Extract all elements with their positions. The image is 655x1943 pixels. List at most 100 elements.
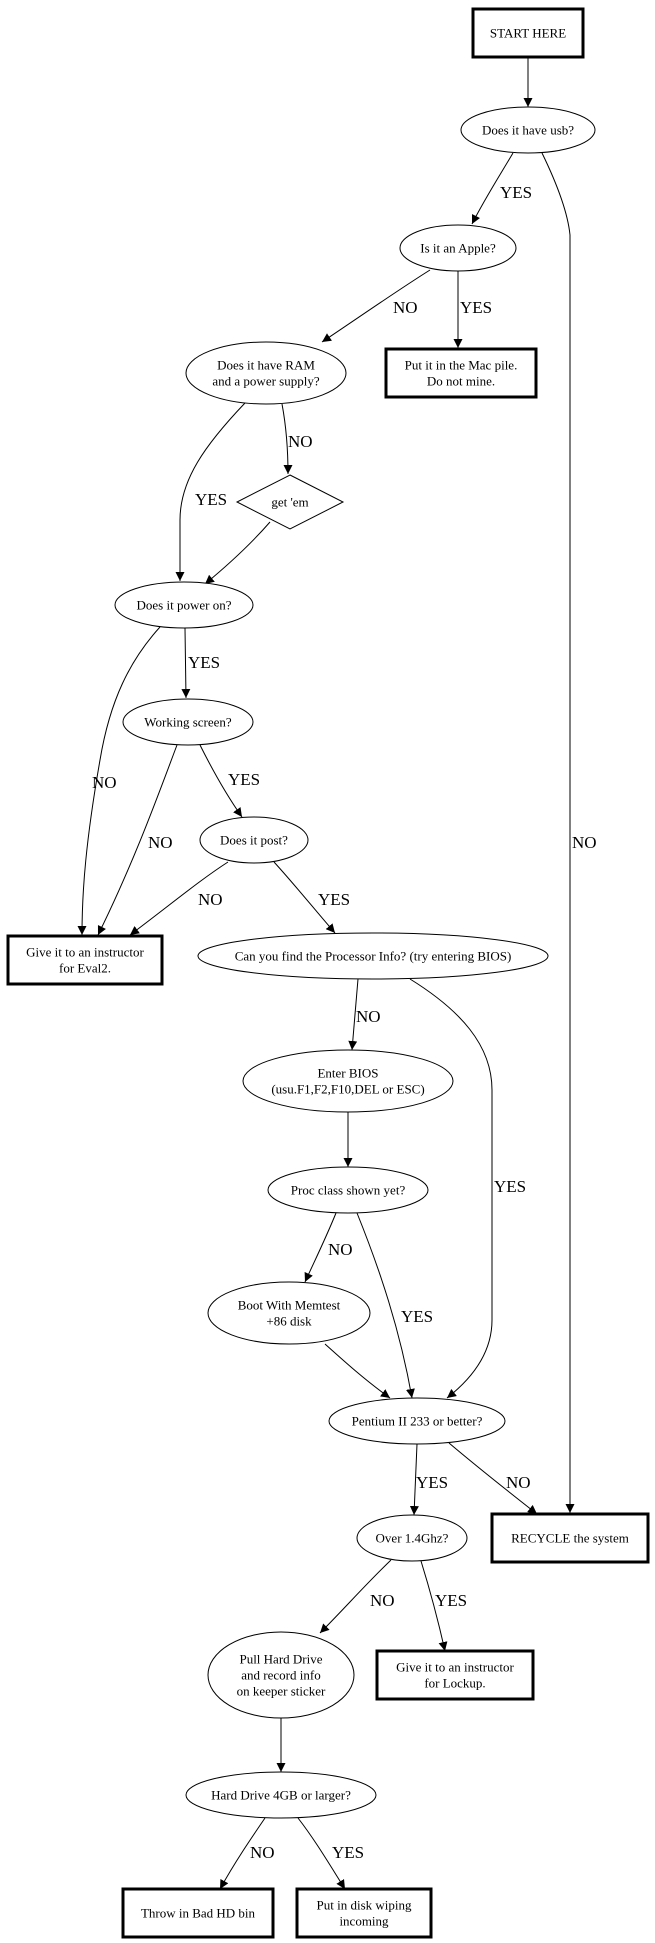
node-label: Working screen? xyxy=(144,715,232,730)
edge-label-no: NO xyxy=(370,1591,395,1610)
node-bios: Enter BIOS(usu.F1,F2,F10,DEL or ESC) xyxy=(242,1049,454,1113)
edge-label-no: NO xyxy=(506,1473,531,1492)
node-label: Enter BIOS xyxy=(317,1066,378,1081)
edge-procclass-to-memtest xyxy=(304,1212,337,1283)
edge-label-yes: YES xyxy=(195,490,227,509)
edge-screen-to-eval2 xyxy=(97,744,178,936)
node-label: and a power supply? xyxy=(212,374,319,389)
edge-label-yes: YES xyxy=(460,298,492,317)
edge-label-no: NO xyxy=(356,1007,381,1026)
action-diamond xyxy=(235,474,345,530)
edge-pentium-to-ghz xyxy=(409,1443,419,1516)
node-label: Does it have usb? xyxy=(482,123,574,138)
node-label: for Eval2. xyxy=(59,961,111,976)
node-label: for Lockup. xyxy=(424,1676,485,1691)
edge-getem-to-power xyxy=(204,521,271,585)
edge-label-yes: YES xyxy=(188,653,220,672)
node-label: Hard Drive 4GB or larger? xyxy=(211,1788,351,1803)
node-label: Does it power on? xyxy=(137,598,232,613)
decision-ellipse xyxy=(207,1281,371,1345)
edge-label-yes: YES xyxy=(416,1473,448,1492)
terminal-box xyxy=(384,347,538,399)
terminal-box xyxy=(121,1887,275,1939)
edge-ram-to-getem xyxy=(281,403,293,475)
decision-ellipse xyxy=(185,341,347,405)
terminal-box xyxy=(6,934,164,986)
edge-screen-to-post xyxy=(199,744,243,818)
decision-ellipse xyxy=(207,1631,355,1719)
node-recycle: RECYCLE the system xyxy=(490,1512,650,1564)
node-screen: Working screen? xyxy=(122,698,254,746)
edge-label-no: NO xyxy=(198,890,223,909)
node-label: Can you find the Processor Info? (try en… xyxy=(235,949,512,964)
node-label: on keeper sticker xyxy=(237,1684,326,1699)
node-label: Is it an Apple? xyxy=(420,241,496,256)
edge-label-yes: YES xyxy=(401,1307,433,1326)
edge-label-yes: YES xyxy=(332,1843,364,1862)
decision-ellipse xyxy=(197,932,549,980)
node-label: Over 1.4Ghz? xyxy=(376,1531,449,1546)
node-label: Does it post? xyxy=(220,833,288,848)
node-apple: Is it an Apple? xyxy=(399,224,517,272)
decision-ellipse xyxy=(242,1049,454,1113)
node-label: Put it in the Mac pile. xyxy=(405,358,518,373)
edge-label-yes: YES xyxy=(228,770,260,789)
node-label: START HERE xyxy=(490,26,566,41)
decision-ellipse xyxy=(460,106,596,154)
edge-label-no: NO xyxy=(328,1240,353,1259)
edge-label-no: NO xyxy=(92,773,117,792)
node-label: get 'em xyxy=(271,495,308,510)
node-power: Does it power on? xyxy=(114,581,254,629)
edge-usb-to-apple xyxy=(471,152,514,225)
edge-post-to-procinfo xyxy=(273,861,336,934)
decision-ellipse xyxy=(185,1771,377,1819)
edge-pentium-to-recycle xyxy=(448,1442,538,1515)
edge-label-no: NO xyxy=(250,1843,275,1862)
node-label: Do not mine. xyxy=(427,374,495,389)
node-procinfo: Can you find the Processor Info? (try en… xyxy=(197,932,549,980)
terminal-box xyxy=(490,1512,650,1564)
decision-ellipse xyxy=(328,1397,506,1445)
edge-memtest-to-pentium xyxy=(324,1343,391,1399)
node-label: Give it to an instructor xyxy=(26,945,144,960)
edge-label-no: NO xyxy=(148,833,173,852)
node-label: Proc class shown yet? xyxy=(291,1183,406,1198)
node-label: +86 disk xyxy=(266,1314,312,1329)
edge-procclass-to-pentium xyxy=(356,1212,415,1399)
edge-label-yes: YES xyxy=(318,890,350,909)
node-label: incoming xyxy=(339,1914,389,1929)
decision-ellipse xyxy=(199,816,309,864)
edge-label-yes: YES xyxy=(435,1591,467,1610)
edge-apple-to-ram xyxy=(321,269,431,343)
edge-hd4gb-to-wipe xyxy=(297,1817,346,1890)
node-getem: get 'em xyxy=(235,474,345,530)
edge-ghz-to-lockup xyxy=(420,1560,448,1652)
edge-ghz-to-pullhd xyxy=(319,1559,392,1634)
decision-ellipse xyxy=(356,1514,468,1562)
node-procclass: Proc class shown yet? xyxy=(267,1166,429,1214)
edge-label-no: NO xyxy=(393,298,418,317)
terminal-box xyxy=(295,1887,433,1939)
node-label: Pull Hard Drive xyxy=(239,1652,322,1667)
node-ghz: Over 1.4Ghz? xyxy=(356,1514,468,1562)
decision-ellipse xyxy=(399,224,517,272)
node-memtest: Boot With Memtest+86 disk xyxy=(207,1281,371,1345)
node-start: START HERE xyxy=(471,7,585,59)
node-label: RECYCLE the system xyxy=(511,1531,629,1546)
node-label: and record info xyxy=(241,1668,320,1683)
node-usb: Does it have usb? xyxy=(460,106,596,154)
node-hd4gb: Hard Drive 4GB or larger? xyxy=(185,1771,377,1819)
edge-ram-to-power xyxy=(175,402,246,581)
node-pentium: Pentium II 233 or better? xyxy=(328,1397,506,1445)
edge-power-to-eval2 xyxy=(77,626,161,936)
node-label: (usu.F1,F2,F10,DEL or ESC) xyxy=(271,1082,424,1097)
node-label: Give it to an instructor xyxy=(396,1660,514,1675)
node-post: Does it post? xyxy=(199,816,309,864)
node-badhd: Throw in Bad HD bin xyxy=(121,1887,275,1939)
terminal-box xyxy=(471,7,585,59)
